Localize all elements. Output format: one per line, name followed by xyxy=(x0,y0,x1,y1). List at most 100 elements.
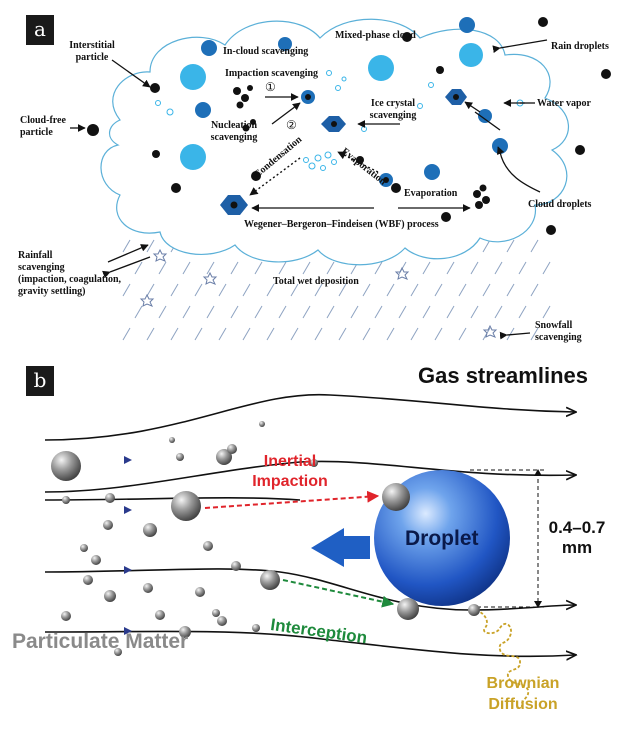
rain-streak xyxy=(170,327,179,341)
rain-streak xyxy=(122,283,131,297)
dimension-arrow-icon xyxy=(534,469,542,476)
rain-streak xyxy=(374,305,383,319)
particulate-sphere xyxy=(203,541,213,551)
black-particle xyxy=(233,87,241,95)
nucleus xyxy=(230,201,238,209)
particulate-sphere xyxy=(212,609,220,617)
rain-streak xyxy=(350,305,359,319)
rain-streak xyxy=(230,305,239,319)
light-rain-droplet xyxy=(459,43,483,67)
dark-cloud-droplet xyxy=(278,37,292,51)
particulate-sphere xyxy=(103,520,113,530)
rain-streak xyxy=(206,305,215,319)
rain-streak xyxy=(494,305,503,319)
evaporation-right-label: Evaporation xyxy=(404,188,458,199)
rain-streak xyxy=(362,283,371,297)
black-particle xyxy=(241,94,249,102)
droplet-motion-arrow-icon xyxy=(311,528,370,567)
cloud-contents xyxy=(150,17,524,222)
dark-cloud-droplet xyxy=(195,102,211,118)
rain-streak xyxy=(398,305,407,319)
black-particle xyxy=(479,184,487,192)
label-line: scavenging xyxy=(210,132,258,143)
black-particle xyxy=(236,101,244,109)
rain-streak xyxy=(122,239,131,253)
rain-streak xyxy=(434,327,443,341)
light-rain-droplet xyxy=(368,55,394,81)
snowfall-scavenging-label: Snowfall scavenging xyxy=(535,320,582,344)
flow-marker-icon xyxy=(124,506,132,514)
black-particle xyxy=(441,212,451,222)
arrow xyxy=(107,244,149,263)
label-line: Brownian xyxy=(486,675,560,692)
rain-streak xyxy=(266,327,275,341)
black-particle xyxy=(482,196,490,204)
snowflake-icon xyxy=(482,324,498,338)
arrow xyxy=(102,256,151,279)
rain-streak xyxy=(314,283,323,297)
particulate-sphere xyxy=(176,453,184,461)
rain-streak xyxy=(482,283,491,297)
rain-streak xyxy=(194,327,203,341)
rain-streak xyxy=(194,283,203,297)
ice-crystal-scavenging-label: Ice crystal scavenging xyxy=(356,98,430,122)
arrow xyxy=(496,146,505,155)
rain-streak xyxy=(326,261,335,275)
particulate-sphere xyxy=(310,459,318,467)
rain-streak xyxy=(170,283,179,297)
wbf-process-label: Wegener–Bergeron–Findeisen (WBF) process xyxy=(244,219,439,230)
nucleus xyxy=(383,177,389,183)
rain-streak xyxy=(266,283,275,297)
brownian-diffusion-label: Brownian Diffusion xyxy=(478,674,568,716)
rain-streak xyxy=(134,261,143,275)
black-particle xyxy=(538,17,548,27)
rain-streak xyxy=(530,283,539,297)
dark-cloud-droplet xyxy=(424,164,440,180)
label-line: particle xyxy=(20,127,53,138)
black-particle xyxy=(150,83,160,93)
label-line: Snowfall xyxy=(535,320,573,331)
cloud-outline xyxy=(100,18,569,266)
arrow xyxy=(464,101,481,113)
rain-streak xyxy=(146,239,155,253)
black-particle xyxy=(575,145,585,155)
rain-streak xyxy=(254,305,263,319)
rain-streak xyxy=(338,283,347,297)
dimension-arrow-icon xyxy=(534,601,542,608)
dotted-arrows xyxy=(249,151,379,196)
particulate-sphere xyxy=(104,590,116,602)
rain-streak xyxy=(206,261,215,275)
particulate-sphere xyxy=(62,496,70,504)
particulate-sphere xyxy=(252,624,260,632)
brownian-path xyxy=(475,609,530,707)
rain-streak xyxy=(506,327,515,341)
gas-streamline xyxy=(44,568,575,611)
black-particle xyxy=(171,183,181,193)
label-line: Diffusion xyxy=(488,695,558,713)
black-particle xyxy=(391,183,401,193)
panel-a-arrows xyxy=(70,39,548,340)
water-vapor-label: Water vapor xyxy=(537,98,591,109)
rain-streak xyxy=(458,283,467,297)
rain-streak xyxy=(422,305,431,319)
particulate-sphere xyxy=(382,483,410,511)
rain-streak xyxy=(530,239,539,253)
black-particle xyxy=(402,32,412,42)
panel-b xyxy=(44,393,575,707)
nucleus xyxy=(331,121,337,127)
rain-streak xyxy=(302,305,311,319)
snowflake-icon xyxy=(202,271,218,285)
arrow xyxy=(337,151,379,173)
cloud-free-particle-label: Cloud-free particle xyxy=(20,115,66,139)
rain-streak xyxy=(338,327,347,341)
rain-streak xyxy=(542,305,551,319)
particulate-sphere xyxy=(61,611,71,621)
snowflake-icon xyxy=(394,266,410,280)
particulate-sphere xyxy=(143,523,157,537)
black-particle xyxy=(601,69,611,79)
snowflake-icon xyxy=(139,293,155,307)
particulate-sphere xyxy=(51,451,81,481)
rain-streak xyxy=(458,327,467,341)
arrow xyxy=(499,331,531,340)
particulate-sphere xyxy=(259,421,265,427)
